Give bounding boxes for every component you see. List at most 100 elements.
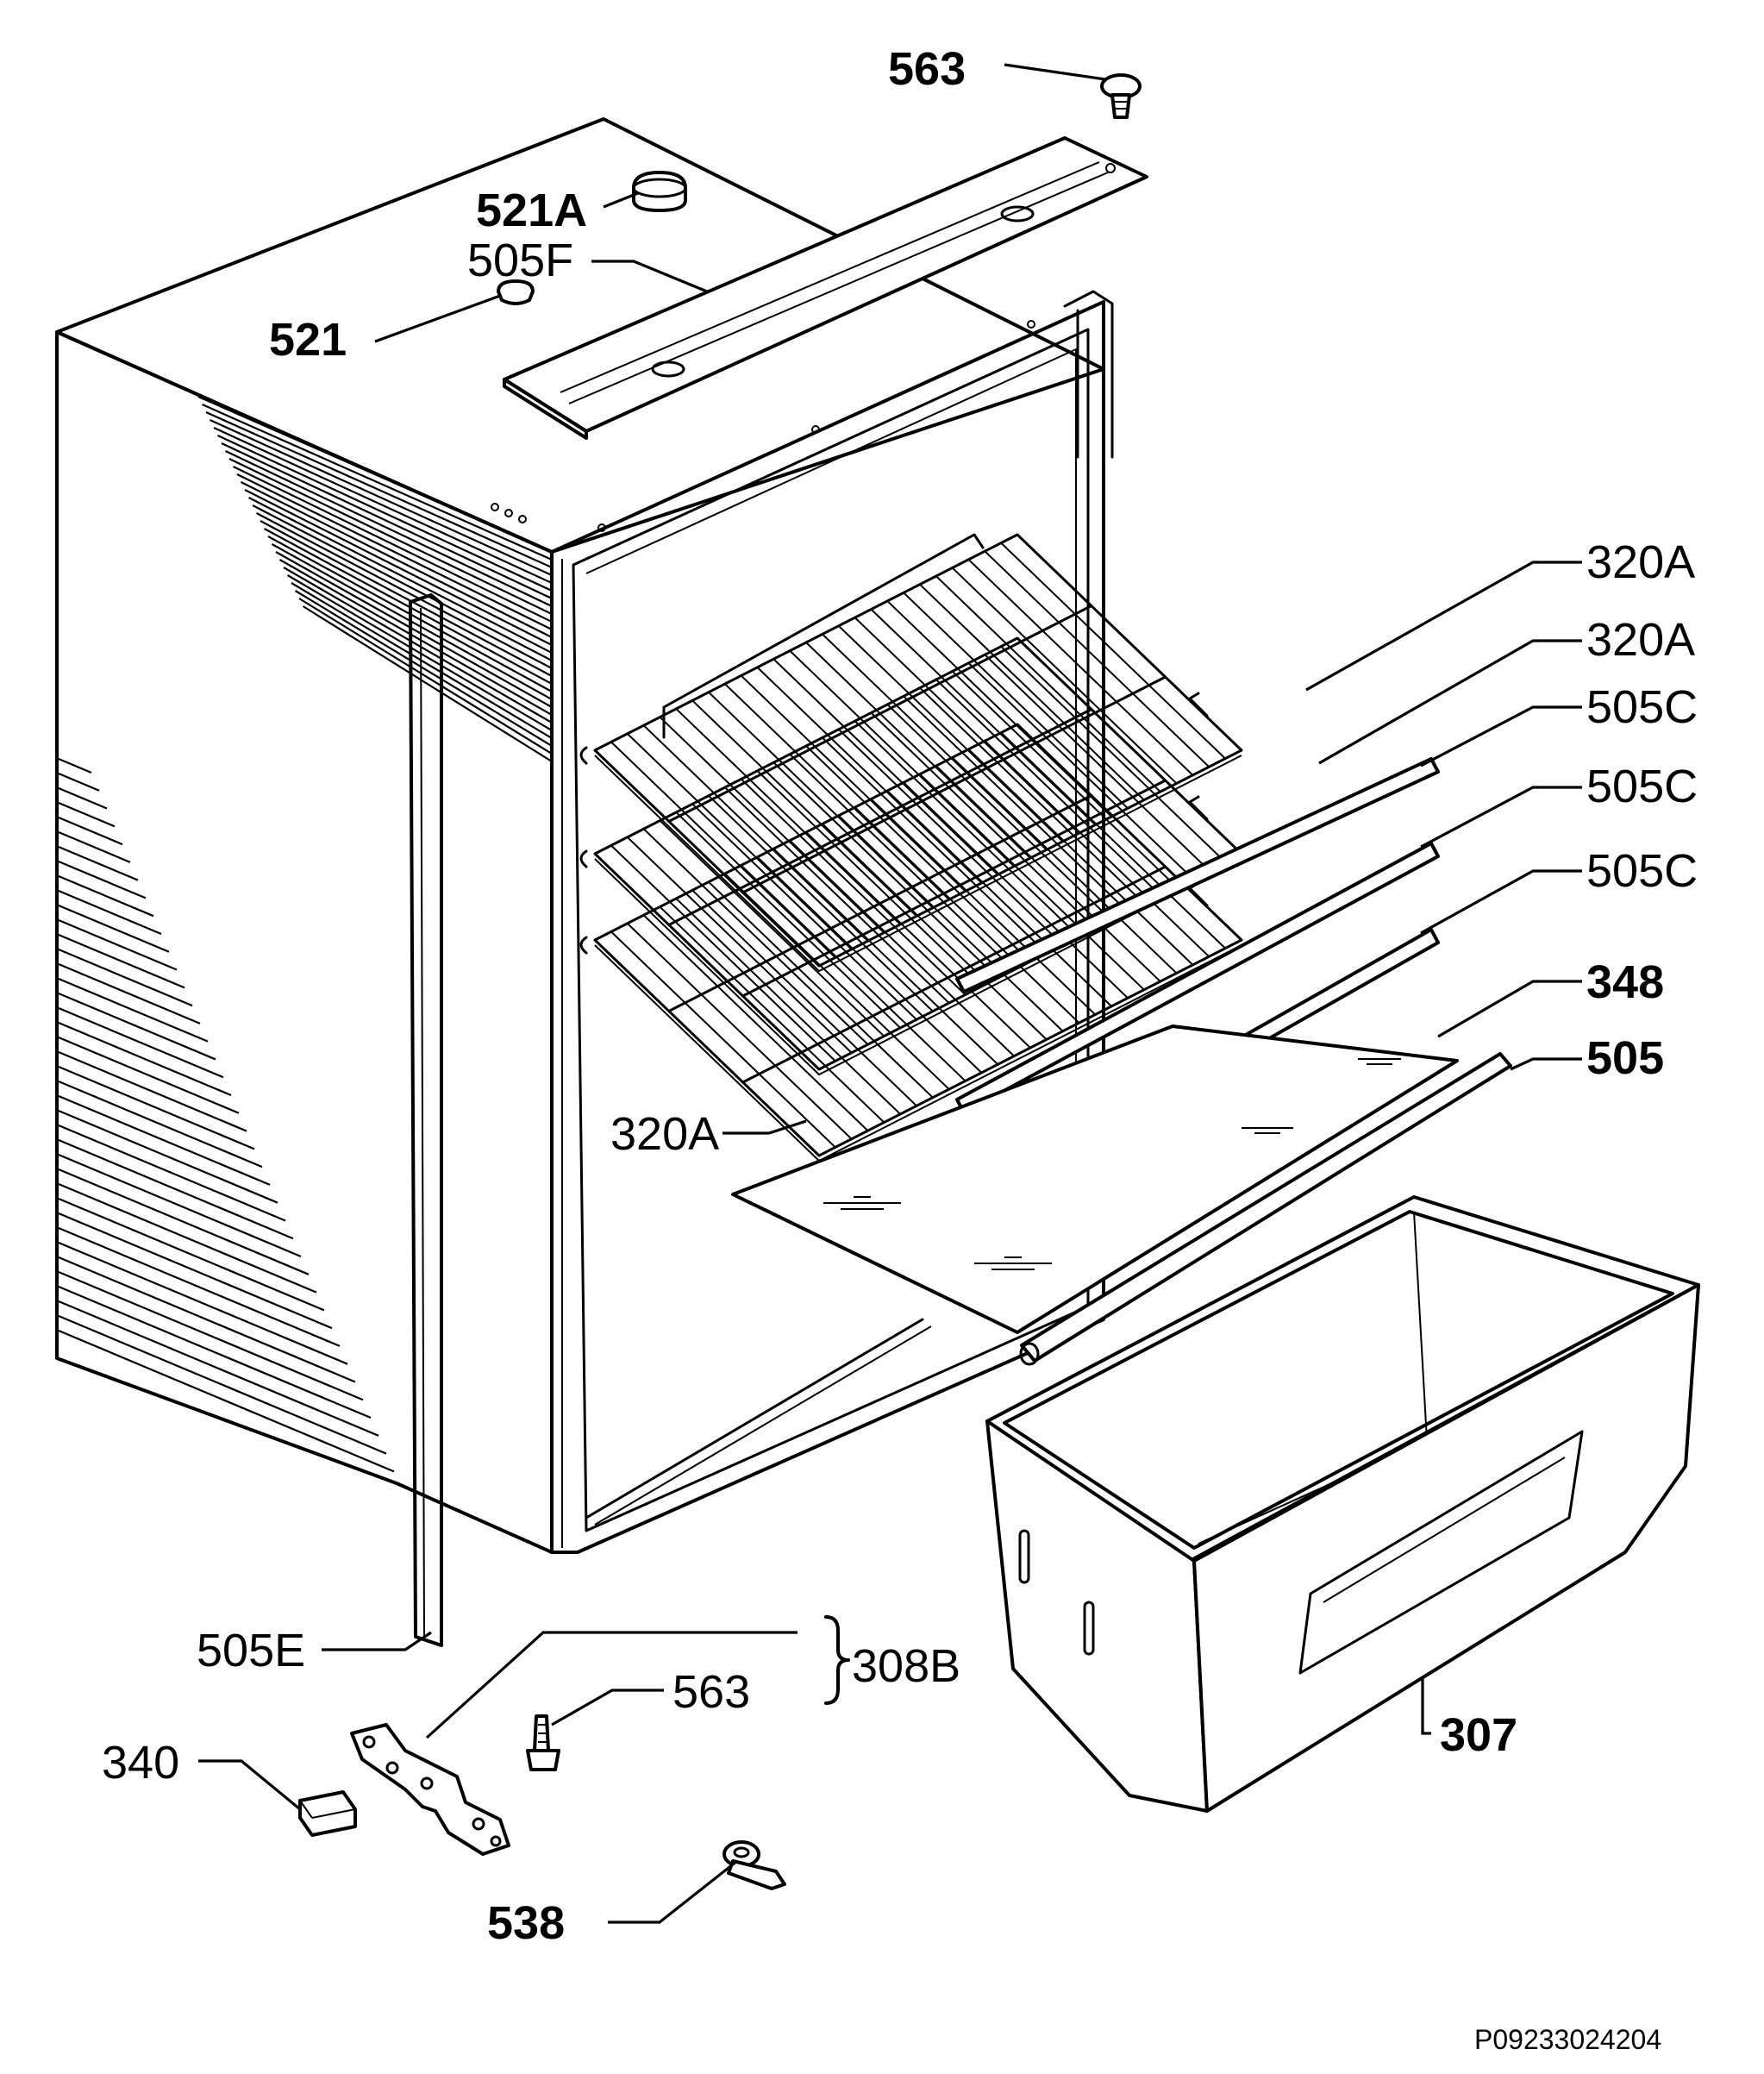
top-bracket-lip [503,378,588,440]
drawer-front-panel [1192,1283,1700,1813]
shading-line [225,450,553,607]
pad-340 [298,1790,357,1837]
cabinet-hole [597,523,606,532]
top-bracket-slot [1000,205,1035,222]
shading-line [221,442,553,599]
leader-320a-2 [1318,639,1582,765]
wire-shelf [579,723,1243,1162]
shading-line [241,481,553,638]
leader-505 [1510,1057,1582,1071]
leader-563-top [1004,63,1106,81]
leader-505e [322,1631,432,1651]
brace-308b [824,1615,850,1705]
cabinet-hole [504,509,513,517]
cabinet-frame-rail [1063,290,1114,459]
shading-line [58,845,139,881]
shading-line [58,904,170,953]
leader-563-hinge [551,1689,664,1726]
shading-line [275,551,553,708]
callout-505c-1: 505C [1586,681,1698,733]
shading-line [58,1021,232,1097]
callout-340: 340 [102,1737,179,1789]
shading-line [217,435,553,592]
shading-line [247,497,553,654]
screw-563-hinge [526,1714,560,1771]
shading-line [58,1080,263,1169]
drawer-handle-recess [1298,1430,1584,1675]
shading-line [58,1197,325,1312]
callout-320a-2: 320A [1586,614,1695,666]
leader-521 [374,294,501,343]
shading-line [58,1153,302,1258]
shading-line [58,1314,387,1455]
shading-line [205,410,553,569]
shading-line [58,1300,379,1437]
cabinet-inner-edge [585,348,1077,1294]
shading-line [278,559,553,716]
shading-line [58,1006,224,1079]
front-trim-505 [1019,1052,1512,1366]
leader-505c-1 [1420,705,1582,768]
top-bracket-groove [568,172,1109,404]
cabinet-hole [491,503,499,511]
shading-line [58,786,108,810]
shading-line [58,1050,247,1132]
shading-line [58,933,185,989]
callout-505: 505 [1586,1032,1664,1084]
shading-line [302,605,553,762]
shading-line [58,1241,348,1365]
glass-shelf-348 [731,1024,1459,1334]
shading-line [233,466,553,623]
shading-line [202,403,553,561]
hinge-bracket [350,1723,510,1856]
leader-538 [608,1859,738,1924]
top-bracket-groove [560,161,1100,393]
leader-320a-1 [1305,561,1582,692]
callout-505f: 505F [467,235,573,286]
cabinet-hole [1027,320,1035,329]
shading-line [58,801,116,828]
crisper-drawer-307 [985,1195,1700,1813]
shading-line [58,816,123,846]
shading-line [213,427,553,584]
shading-line [58,1124,286,1222]
shading-line [58,1329,395,1473]
drawing-code: P09233024204 [1474,2024,1661,2055]
cabinet-hole [811,425,820,434]
wire-shelf [579,636,1243,1076]
drawer-side-slot [1018,1529,1030,1584]
shading-line [58,992,216,1061]
shelf-guard-rail [662,533,985,739]
leader-348 [1437,980,1582,1038]
drawer-handle-edge [1323,1457,1566,1603]
shading-line [58,962,201,1024]
shading-line [58,1109,278,1204]
leader-lines [198,63,1582,1924]
shading-line [58,1138,294,1240]
shading-line [58,889,162,935]
leader-340 [198,1759,302,1811]
shelf-runner [955,757,1440,993]
shading-line [236,473,553,630]
door-seal-strip [409,593,443,1647]
drawer-side-slot [1083,1601,1095,1656]
leader-505c-3 [1420,869,1582,935]
top-bracket-slot [651,360,685,378]
callout-308b: 308B [852,1640,960,1692]
top-bracket-hole [1105,163,1116,173]
cabinet [55,117,1114,1647]
callouts: 563 521A 505F 521 320A 320A 505C 505C 50… [102,43,1698,2055]
callout-538: 538 [487,1897,565,1949]
wire-shelves-320a [579,533,1243,1162]
door-seal-groove [420,607,425,1638]
shading-line [58,1285,372,1419]
callout-563-hinge: 563 [672,1666,750,1718]
callout-521: 521 [269,314,347,366]
leader-505f [591,260,708,293]
shading-line [58,860,147,899]
leader-521a [603,191,639,209]
shading-line [260,520,553,677]
callout-505c-3: 505C [1586,845,1698,897]
shading-line [58,1168,310,1275]
